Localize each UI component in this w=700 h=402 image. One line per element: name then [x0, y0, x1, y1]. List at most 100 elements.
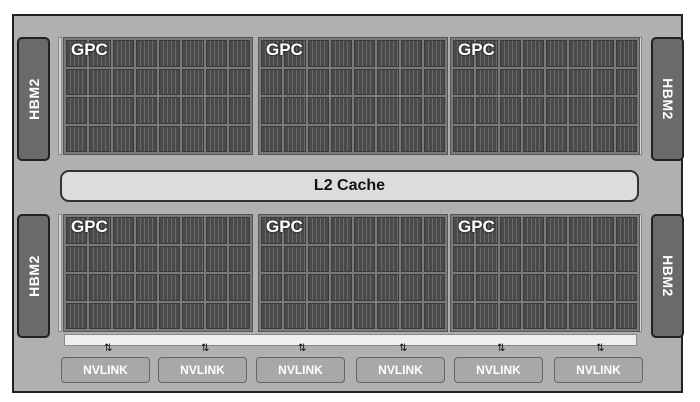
sm-tile [159, 217, 181, 244]
sm-tile [228, 125, 250, 152]
sm-tile [112, 68, 134, 95]
sm-tile [159, 68, 181, 95]
sm-tile [284, 217, 306, 244]
sm-tile [569, 217, 591, 244]
sm-tile [112, 274, 134, 301]
sm-tile [400, 125, 422, 152]
gpc-block-4: GPC [63, 214, 253, 332]
sm-tile [205, 217, 227, 244]
sm-tile [89, 274, 111, 301]
sm-tile [615, 302, 637, 329]
nvlink-label: NVLINK [576, 363, 621, 377]
sm-tile [377, 97, 399, 124]
sm-tile [182, 302, 204, 329]
sm-tile [307, 125, 329, 152]
sm-tile [476, 217, 498, 244]
bidirectional-arrow-icon: ⇅ [497, 343, 506, 354]
sm-tile [546, 302, 568, 329]
sm-tile [112, 125, 134, 152]
sm-tile [453, 217, 475, 244]
sm-tile [228, 40, 250, 67]
sm-grid [261, 40, 445, 152]
sm-tile [159, 125, 181, 152]
sm-tile [205, 40, 227, 67]
sm-tile [261, 245, 283, 272]
gpc-block-1: GPC [63, 37, 253, 155]
l2-cache-label: L2 Cache [313, 177, 386, 194]
sm-tile [205, 125, 227, 152]
sm-tile [522, 40, 544, 67]
sm-tile [522, 125, 544, 152]
sm-tile [112, 245, 134, 272]
sm-tile [592, 217, 614, 244]
sm-tile [546, 97, 568, 124]
sm-tile [66, 217, 88, 244]
sm-tile [135, 217, 157, 244]
sm-tile [261, 302, 283, 329]
sm-tile [284, 40, 306, 67]
sm-tile [66, 125, 88, 152]
sm-tile [423, 217, 445, 244]
nvlink-label: NVLINK [378, 363, 423, 377]
sm-tile [522, 274, 544, 301]
sm-tile [205, 302, 227, 329]
sm-tile [377, 302, 399, 329]
sm-tile [423, 125, 445, 152]
sm-tile [522, 245, 544, 272]
sm-tile [377, 68, 399, 95]
bidirectional-arrow-icon: ⇅ [399, 343, 408, 354]
memory-controller-strip [58, 37, 62, 155]
sm-tile [112, 302, 134, 329]
sm-tile [307, 68, 329, 95]
sm-tile [228, 68, 250, 95]
sm-tile [182, 40, 204, 67]
sm-tile [476, 125, 498, 152]
sm-tile [476, 97, 498, 124]
sm-tile [546, 245, 568, 272]
sm-tile [135, 68, 157, 95]
sm-tile [159, 97, 181, 124]
sm-tile [499, 40, 521, 67]
sm-tile [453, 125, 475, 152]
bidirectional-arrow-icon: ⇅ [201, 343, 210, 354]
sm-tile [307, 302, 329, 329]
sm-tile [228, 274, 250, 301]
sm-tile [400, 97, 422, 124]
sm-tile [330, 68, 352, 95]
sm-tile [569, 274, 591, 301]
sm-tile [423, 245, 445, 272]
hbm2-bottom-left: HBM2 [17, 214, 50, 338]
sm-tile [453, 68, 475, 95]
sm-tile [182, 217, 204, 244]
sm-tile [284, 302, 306, 329]
sm-tile [615, 40, 637, 67]
sm-tile [377, 125, 399, 152]
gpc-block-3: GPC [450, 37, 640, 155]
sm-tile [546, 217, 568, 244]
sm-tile [284, 68, 306, 95]
sm-tile [330, 245, 352, 272]
sm-tile [354, 217, 376, 244]
sm-grid [453, 40, 637, 152]
sm-tile [592, 274, 614, 301]
gpc-label: GPC [458, 40, 495, 59]
sm-tile [522, 217, 544, 244]
sm-tile [135, 274, 157, 301]
sm-tile [159, 274, 181, 301]
sm-tile [182, 274, 204, 301]
sm-tile [546, 125, 568, 152]
sm-tile [476, 40, 498, 67]
sm-tile [66, 40, 88, 67]
sm-tile [261, 125, 283, 152]
sm-tile [522, 68, 544, 95]
sm-tile [499, 68, 521, 95]
nvlink-label: NVLINK [83, 363, 128, 377]
sm-tile [284, 274, 306, 301]
sm-tile [476, 245, 498, 272]
sm-tile [135, 97, 157, 124]
sm-tile [522, 302, 544, 329]
sm-tile [423, 97, 445, 124]
nvlink-label: NVLINK [476, 363, 521, 377]
sm-tile [159, 40, 181, 67]
sm-tile [159, 302, 181, 329]
